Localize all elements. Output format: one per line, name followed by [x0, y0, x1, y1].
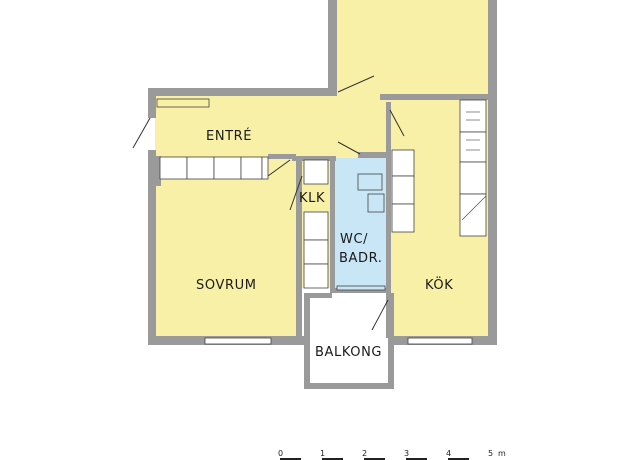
wall [148, 88, 337, 96]
wall [330, 158, 335, 290]
wardrobe [240, 156, 263, 180]
window-kok [407, 337, 473, 345]
kitchen-cabinet [459, 161, 487, 195]
scale-tick-0: 0 [278, 449, 283, 458]
wardrobe [213, 156, 242, 180]
door-upper-room [337, 75, 375, 93]
wall [386, 102, 391, 338]
kitchen-counter [391, 203, 415, 233]
wall [268, 154, 296, 159]
wardrobe [186, 156, 215, 180]
shelf [303, 159, 329, 185]
wall [296, 156, 302, 336]
door-kok [389, 109, 405, 137]
scale-segment [280, 458, 301, 460]
door-wc [337, 141, 361, 155]
fixtures [159, 99, 487, 291]
scale-tick-1: 1 [320, 449, 325, 458]
window-sovrum [204, 337, 272, 345]
bath-shower [336, 285, 386, 291]
windows [156, 98, 473, 345]
label-kok: KÖK [425, 276, 453, 293]
sovrum-floor [155, 158, 300, 336]
shelf [303, 263, 329, 289]
kitchen-counter [391, 175, 415, 205]
label-wc-line2: BADR. [339, 251, 383, 266]
kitchen-cabinet [459, 131, 487, 163]
sink [357, 173, 383, 191]
wall [304, 383, 394, 389]
label-klk: KLK [299, 191, 325, 206]
door-balkong [371, 299, 389, 331]
label-entre: ENTRÉ [206, 128, 252, 144]
upper-room-floor [336, 0, 488, 92]
door-klk [289, 175, 303, 211]
kitchen-cabinet [459, 99, 487, 133]
scale-tick-2: 2 [362, 449, 367, 458]
doors [132, 75, 405, 331]
scale-bar: 0 1 2 3 4 5 m [278, 449, 506, 460]
wall [148, 88, 156, 118]
shelf [303, 211, 329, 241]
wall [292, 156, 336, 161]
scale-segment [322, 458, 343, 460]
kitchen-counter [391, 149, 415, 177]
label-sovrum: SOVRUM [196, 278, 257, 293]
scale-segment [406, 458, 427, 460]
wardrobe [261, 156, 269, 180]
scale-segment [364, 458, 385, 460]
toilet [367, 193, 385, 213]
scale-unit: m [498, 449, 506, 458]
wall [304, 293, 310, 389]
wall [148, 150, 156, 345]
wall [488, 96, 497, 345]
door-entrance [132, 117, 151, 149]
fixture-details [461, 111, 487, 221]
wall [488, 0, 497, 96]
scale-tick-4: 4 [446, 449, 451, 458]
scale-tick-3: 3 [404, 449, 409, 458]
label-wc-line1: WC/ [340, 232, 368, 247]
wall [328, 0, 337, 92]
room-labels: ENTRÉ KLK WC/ BADR. SOVRUM KÖK BALKONG [196, 128, 453, 360]
wall [358, 152, 390, 158]
wall [156, 156, 161, 186]
shelf [303, 239, 329, 265]
wall [304, 293, 332, 298]
wall [388, 293, 394, 389]
door-sovrum [267, 159, 291, 177]
scale-segment [448, 458, 469, 460]
scale-tick-5: 5 [488, 449, 493, 458]
label-balkong: BALKONG [315, 345, 382, 360]
window-entre [156, 98, 210, 108]
kitchen-cabinet [459, 193, 487, 237]
wall [380, 94, 490, 100]
wardrobe [159, 156, 188, 180]
wall [330, 288, 390, 293]
